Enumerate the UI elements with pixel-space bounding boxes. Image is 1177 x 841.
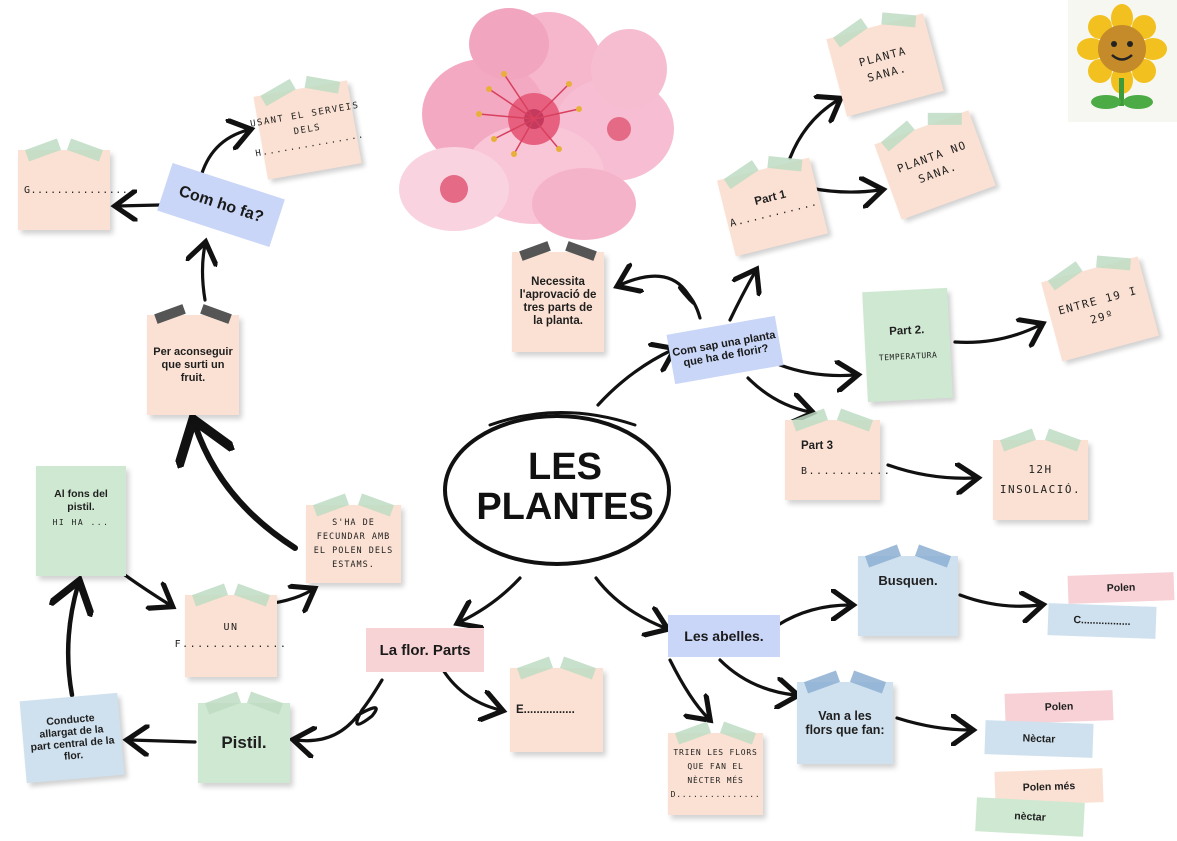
- part2-value: TEMPERATURA: [878, 350, 938, 363]
- tape: [767, 155, 803, 172]
- entre-text: ENTRE 19 I 29º: [1056, 284, 1139, 327]
- part2-note: Part 2. TEMPERATURA: [862, 287, 953, 403]
- part3-note: Part 3 B...........: [785, 408, 890, 500]
- conducte-note: Conducte allargat de la part central de …: [19, 692, 125, 784]
- per-aconseguir-text: Per aconseguir que surti un fruit.: [153, 345, 233, 384]
- c-strip-text: C.................: [1073, 613, 1131, 628]
- polen-strip-2: Polen: [1004, 690, 1114, 724]
- trien-note: TRIEN LES FLORS QUE FAN EL NÈCTER MÉS D.…: [668, 721, 763, 815]
- necessita-note: Necessita l'aprovació de tres parts de l…: [512, 241, 604, 352]
- c-strip: C.................: [1047, 603, 1157, 639]
- serveis-note: USANT EL SERVEIS DELS H...............: [249, 75, 365, 180]
- un-f-text: UN F..............: [174, 622, 288, 650]
- pistil-note: Pistil.: [198, 691, 290, 783]
- busquen-note: Busquen.: [858, 544, 958, 636]
- central-ellipse: [443, 414, 671, 566]
- polen-1-text: Polen: [1106, 581, 1136, 594]
- nectar-lower-text: nèctar: [1013, 809, 1047, 824]
- trien-text: TRIEN LES FLORS QUE FAN EL NÈCTER MÉS D.…: [670, 748, 761, 799]
- e-note: E................: [510, 656, 603, 752]
- nectar-lower-strip: nèctar: [975, 797, 1085, 837]
- polen-mes-text: Polen més: [1022, 779, 1076, 794]
- pink-blossom-image: [399, 8, 674, 240]
- part3-title: Part 3: [801, 440, 833, 452]
- la-flor-label: La flor. Parts: [366, 628, 484, 672]
- planta-sana-text: PLANTA SANA.: [857, 44, 909, 85]
- sha-de-fecundar-note: S'HA DE FECUNDAR AMB EL POLEN DELS ESTAM…: [306, 493, 401, 583]
- part3-value: B...........: [801, 466, 892, 477]
- insolacio-note: 12H INSOLACIÓ.: [993, 428, 1088, 520]
- tape: [1096, 255, 1131, 271]
- serveis-note-text: USANT EL SERVEIS DELS H...............: [249, 100, 366, 159]
- busquen-text: Busquen.: [878, 573, 938, 588]
- planta-no-sana-text: PLANTA NO SANA.: [895, 138, 969, 187]
- polen-strip-1: Polen: [1067, 572, 1175, 604]
- sha-de-fecundar-text: S'HA DE FECUNDAR AMB EL POLEN DELS ESTAM…: [313, 518, 394, 570]
- insolacio-text: 12H INSOLACIÓ.: [999, 463, 1082, 496]
- necessita-text: Necessita l'aprovació de tres parts de l…: [519, 276, 597, 327]
- van-a-note: Van a les flors que fan:: [797, 670, 893, 764]
- central-title: LES PLANTES: [476, 446, 654, 528]
- al-fons-note: Al fons del pistil. HI HA ...: [36, 466, 126, 576]
- part2-title: Part 2.: [888, 324, 925, 338]
- al-fons-text: Al fons del pistil.: [54, 488, 108, 513]
- les-abelles-label: Les abelles.: [668, 615, 780, 657]
- e-note-text: E................: [516, 703, 575, 716]
- pistil-text: Pistil.: [221, 733, 267, 752]
- conducte-text: Conducte allargat de la part central de …: [30, 711, 115, 763]
- sunflower-icon: [1068, 0, 1177, 122]
- tape: [927, 112, 962, 125]
- polen-2-text: Polen: [1044, 700, 1074, 713]
- hi-ha-text: HI HA ...: [52, 518, 110, 527]
- per-aconseguir-note: Per aconseguir que surti un fruit.: [147, 304, 239, 415]
- nectar-strip: Nèctar: [984, 720, 1094, 758]
- nectar-text: Nèctar: [1022, 731, 1056, 746]
- tape: [881, 12, 917, 28]
- van-a-text: Van a les flors que fan:: [805, 709, 885, 737]
- g-note-text: G...............: [24, 184, 129, 196]
- g-note: G...............: [18, 138, 128, 230]
- un-f-note: UN F..............: [175, 583, 286, 677]
